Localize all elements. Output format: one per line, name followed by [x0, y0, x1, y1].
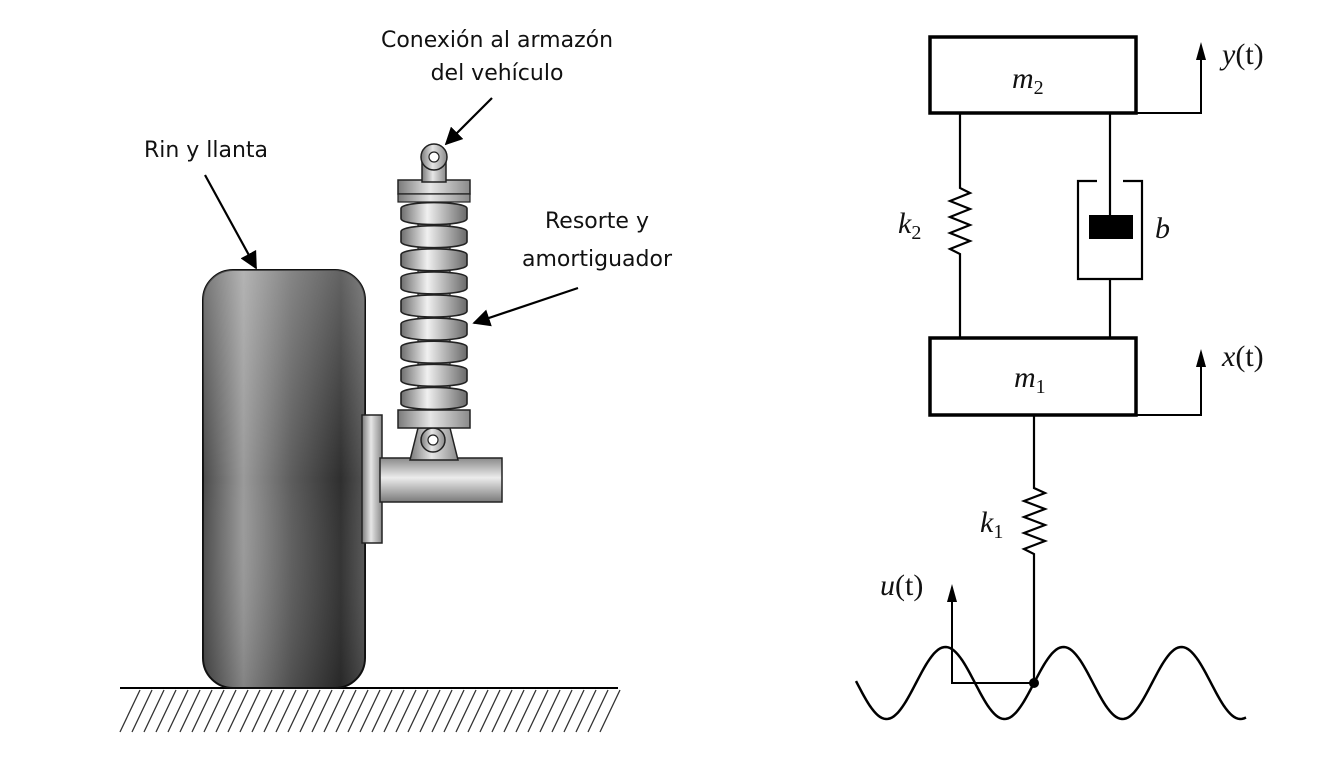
- left-illustration: Conexión al armazón del vehículo Rin y l…: [119, 28, 673, 733]
- damper-b-label: b: [1155, 212, 1170, 245]
- mass-m2-label: m2: [1012, 62, 1044, 99]
- coil-spring: [400, 201, 468, 411]
- label-wheel: Rin y llanta: [144, 138, 268, 163]
- lower-mount: [409, 427, 459, 461]
- arrow-connection: [444, 97, 493, 146]
- label-spring-line1: Resorte y: [545, 209, 649, 234]
- arrow-spring: [472, 286, 579, 327]
- ground-hatch: [119, 687, 621, 733]
- x-displacement-arrow: [1136, 349, 1206, 416]
- label-spring-line2: amortiguador: [522, 247, 673, 272]
- y-displacement-arrow: [1136, 42, 1206, 114]
- u-input-label: u(t): [880, 569, 923, 602]
- wheel-hub: [361, 414, 383, 544]
- arrow-wheel: [204, 174, 257, 270]
- road-profile: [854, 645, 1247, 721]
- upper-mount: [420, 143, 448, 183]
- mass-m2-block: [928, 35, 1138, 115]
- axle: [379, 457, 503, 503]
- mass-m1-label: m1: [1014, 361, 1046, 398]
- x-output-label: x(t): [1221, 340, 1264, 373]
- spring-k1-label: k1: [980, 506, 1003, 543]
- damper-b: [1076, 113, 1144, 338]
- spring-k2: [947, 113, 973, 338]
- label-connection-line2: del vehículo: [431, 61, 564, 86]
- right-schematic: m2 m1 k2 b y(t): [854, 35, 1264, 721]
- spring-k2-label: k2: [898, 207, 921, 244]
- spring-k1: [1020, 415, 1049, 683]
- label-connection-line1: Conexión al armazón: [381, 28, 613, 53]
- u-input-arrow: [947, 584, 1034, 684]
- y-output-label: y(t): [1219, 38, 1264, 71]
